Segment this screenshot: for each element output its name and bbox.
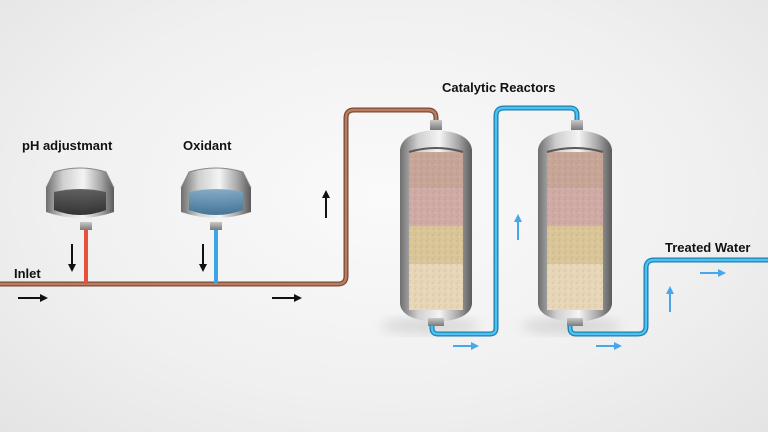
treated-water-label: Treated Water — [665, 240, 751, 255]
catalytic-reactor-1 — [400, 120, 472, 326]
arrow-icon — [453, 342, 479, 350]
oxidant-dosing-line — [214, 228, 218, 284]
oxidant-tank — [180, 167, 252, 230]
arrow-icon — [596, 342, 622, 350]
oxidant-label: Oxidant — [183, 138, 232, 153]
arrow-icon — [272, 294, 302, 302]
treated-water-pipe — [429, 105, 768, 337]
arrow-icon — [18, 294, 48, 302]
arrow-icon — [68, 244, 76, 272]
ph-adjustment-tank — [45, 167, 115, 230]
inlet-pipe — [0, 107, 439, 287]
inlet-label: Inlet — [14, 266, 41, 281]
arrow-icon — [514, 214, 522, 240]
arrow-icon — [666, 286, 674, 312]
ph-adjustment-label: pH adjustmant — [22, 138, 113, 153]
arrow-icon — [199, 244, 207, 272]
arrow-icon — [322, 190, 330, 218]
catalytic-reactors-label: Catalytic Reactors — [442, 80, 556, 95]
arrow-icon — [700, 269, 726, 277]
ph-dosing-line — [84, 228, 88, 284]
catalytic-reactor-2 — [538, 120, 612, 326]
